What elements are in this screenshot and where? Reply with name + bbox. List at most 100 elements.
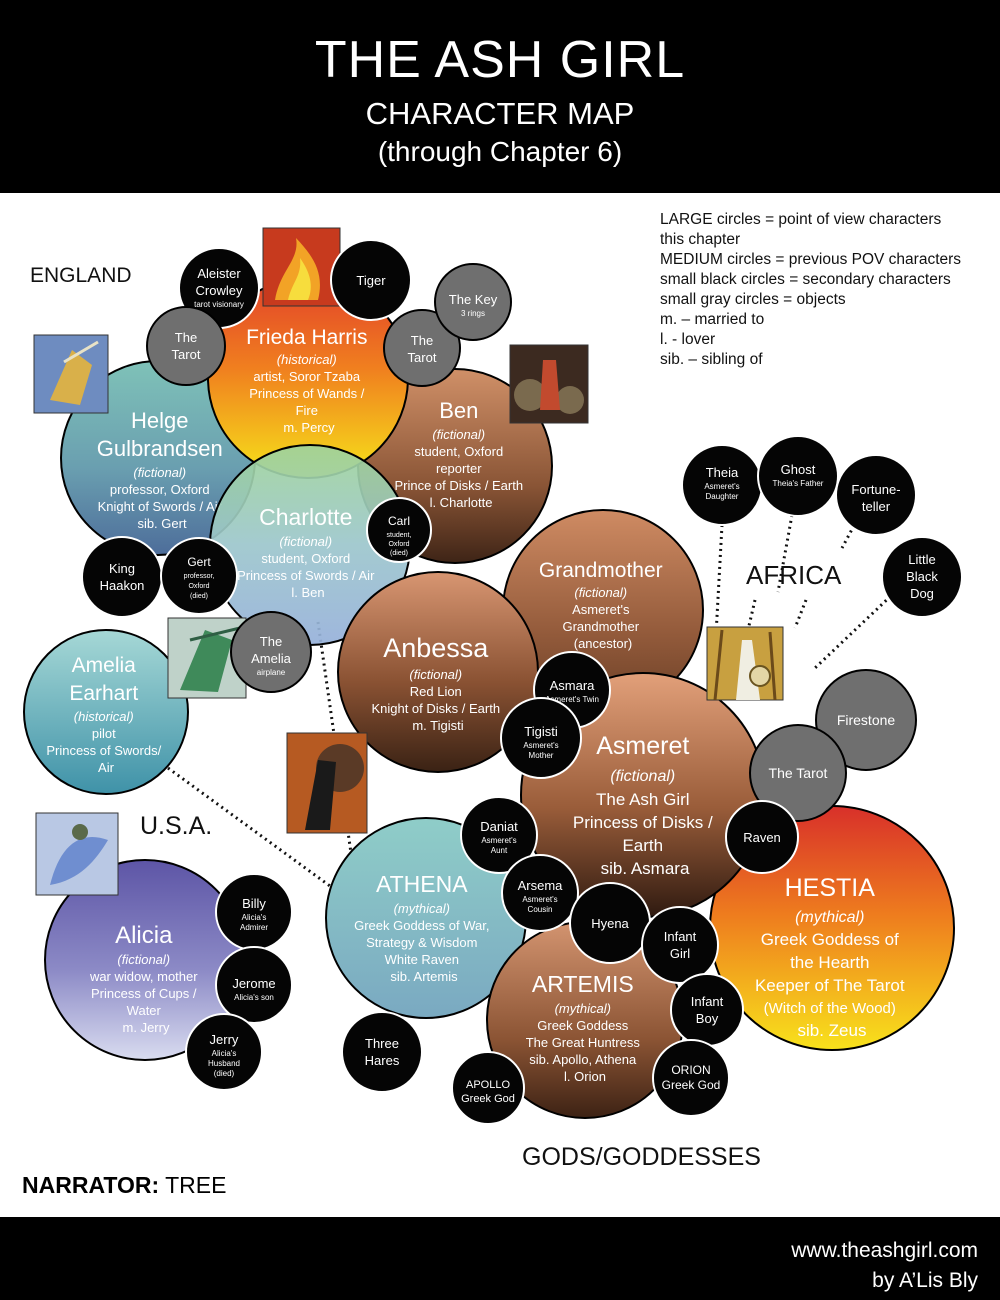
circle-detail: The Ash Girl (596, 790, 690, 809)
small-note: Admirer (240, 923, 268, 932)
connector-line (813, 590, 897, 670)
small-note: (died) (390, 550, 408, 557)
small-label: Little (908, 552, 935, 567)
small-note: Theia's Father (773, 479, 824, 488)
narrator-line: NARRATOR: TREE (22, 1172, 226, 1199)
circle-detail: Water (127, 1003, 162, 1018)
circle-detail: Asmeret's (572, 602, 630, 617)
circle-detail: professor, Oxford (110, 482, 210, 497)
small-note: Oxford (188, 583, 209, 590)
circle-name: ATHENA (376, 871, 468, 897)
circle-detail: l. Charlotte (430, 495, 493, 510)
connector-line (714, 524, 724, 636)
svg-text:ARTEMIS (mythical): ARTEMIS (mythical) Greek Goddess The Gre… (526, 971, 645, 1084)
small-note: Asmeret's Twin (545, 695, 599, 704)
circle-detail: sib. Zeus (798, 1021, 867, 1040)
svg-text:ATHENA (mythical): ATHENA (mythical) Greek Goddess of War, … (354, 871, 494, 984)
small-label: The Tarot (769, 765, 828, 781)
page-subtitle: CHARACTER MAP (365, 96, 635, 131)
circle-type: (mythical) (555, 1001, 611, 1016)
small-hyena: Hyena (569, 882, 651, 964)
circle-name: ARTEMIS (532, 971, 634, 997)
circle-detail: (Witch of the Wood) (764, 1000, 896, 1017)
small-tarot3: The Tarot (749, 724, 847, 822)
svg-text:Tiger: Tiger (356, 273, 386, 288)
small-label: Girl (670, 946, 690, 961)
circle-name: HESTIA (785, 874, 876, 902)
small-label: Three (365, 1036, 399, 1051)
card-image-ben (509, 344, 589, 424)
circle-detail: (ancestor) (574, 636, 633, 651)
circle-detail: Air (98, 760, 115, 775)
circle-name: Charlotte (259, 504, 352, 530)
circle-name: Amelia (72, 654, 137, 677)
circle-detail: m. Jerry (123, 1020, 170, 1035)
small-label: Asmara (550, 678, 596, 693)
small-label: Haakon (100, 578, 145, 593)
circle-name: Helge (131, 408, 188, 433)
small-firestone: Firestone (815, 669, 917, 771)
circle-type: (fictional) (409, 667, 462, 682)
connector-line (776, 514, 794, 593)
card-image-alicia (35, 812, 119, 896)
circle-type: (fictional) (117, 952, 170, 967)
site-link[interactable]: www.theashgirl.com (791, 1239, 978, 1262)
svg-text:HESTIA (mythical): HESTIA (mythical) Greek Goddess of the H… (755, 874, 909, 1040)
circle-type: (fictional) (574, 585, 627, 600)
circle-athena: ATHENA (mythical) Greek Goddess of War, … (325, 817, 527, 1019)
svg-text:Hyena: Hyena (591, 916, 629, 931)
small-label: Aleister (197, 266, 241, 281)
circle-detail: Knight of Swords / Air (98, 499, 223, 514)
legend-line: LARGE circles = point of view characters (660, 211, 942, 228)
region-label-england: ENGLAND (30, 264, 132, 287)
small-note: Alicia's (242, 913, 267, 922)
legend-line: MEDIUM circles = previous POV characters (660, 251, 962, 268)
circle-name: Alicia (115, 922, 173, 949)
circle-detail: m. Percy (283, 420, 335, 435)
small-label: Hares (365, 1053, 400, 1068)
circle-detail: Strategy & Wisdom (366, 935, 477, 950)
circle-detail: Princess of Swords/ (46, 743, 161, 758)
small-note: Mother (529, 751, 554, 760)
circle-detail: Greek Goddess (537, 1018, 629, 1033)
small-label: Jerry (210, 1032, 239, 1047)
circle-name: Earhart (69, 682, 138, 705)
connector-line (746, 599, 757, 631)
card-image-helge (33, 334, 109, 414)
small-label: The Key (449, 292, 498, 307)
circle-name: Frieda Harris (246, 326, 367, 349)
circle-name: Ben (439, 398, 478, 423)
small-note: Asmeret's (523, 741, 558, 750)
svg-text:Raven: Raven (743, 830, 781, 845)
circle-detail: Greek Goddess of War, (354, 918, 489, 933)
circle-detail: Grandmother (562, 619, 639, 634)
svg-text:Alicia (fictional): Alicia (fictional) war widow, mother Pri… (89, 922, 202, 1035)
small-label: Tigisti (524, 724, 558, 739)
small-label: Jerome (232, 976, 275, 991)
small-label: Carl (388, 514, 410, 528)
tarot-card-images (33, 227, 784, 896)
small-label: Greek God (461, 1093, 515, 1105)
narrator-label: NARRATOR: (22, 1172, 160, 1198)
circle-alicia: Alicia (fictional) war widow, mother Pri… (44, 859, 246, 1061)
small-label: Dog (910, 586, 934, 601)
circle-detail: sib. Apollo, Athena (529, 1052, 637, 1067)
circle-detail: Red Lion (410, 684, 462, 699)
circle-name: Asmeret (596, 732, 689, 760)
small-label: APOLLO (466, 1079, 510, 1091)
